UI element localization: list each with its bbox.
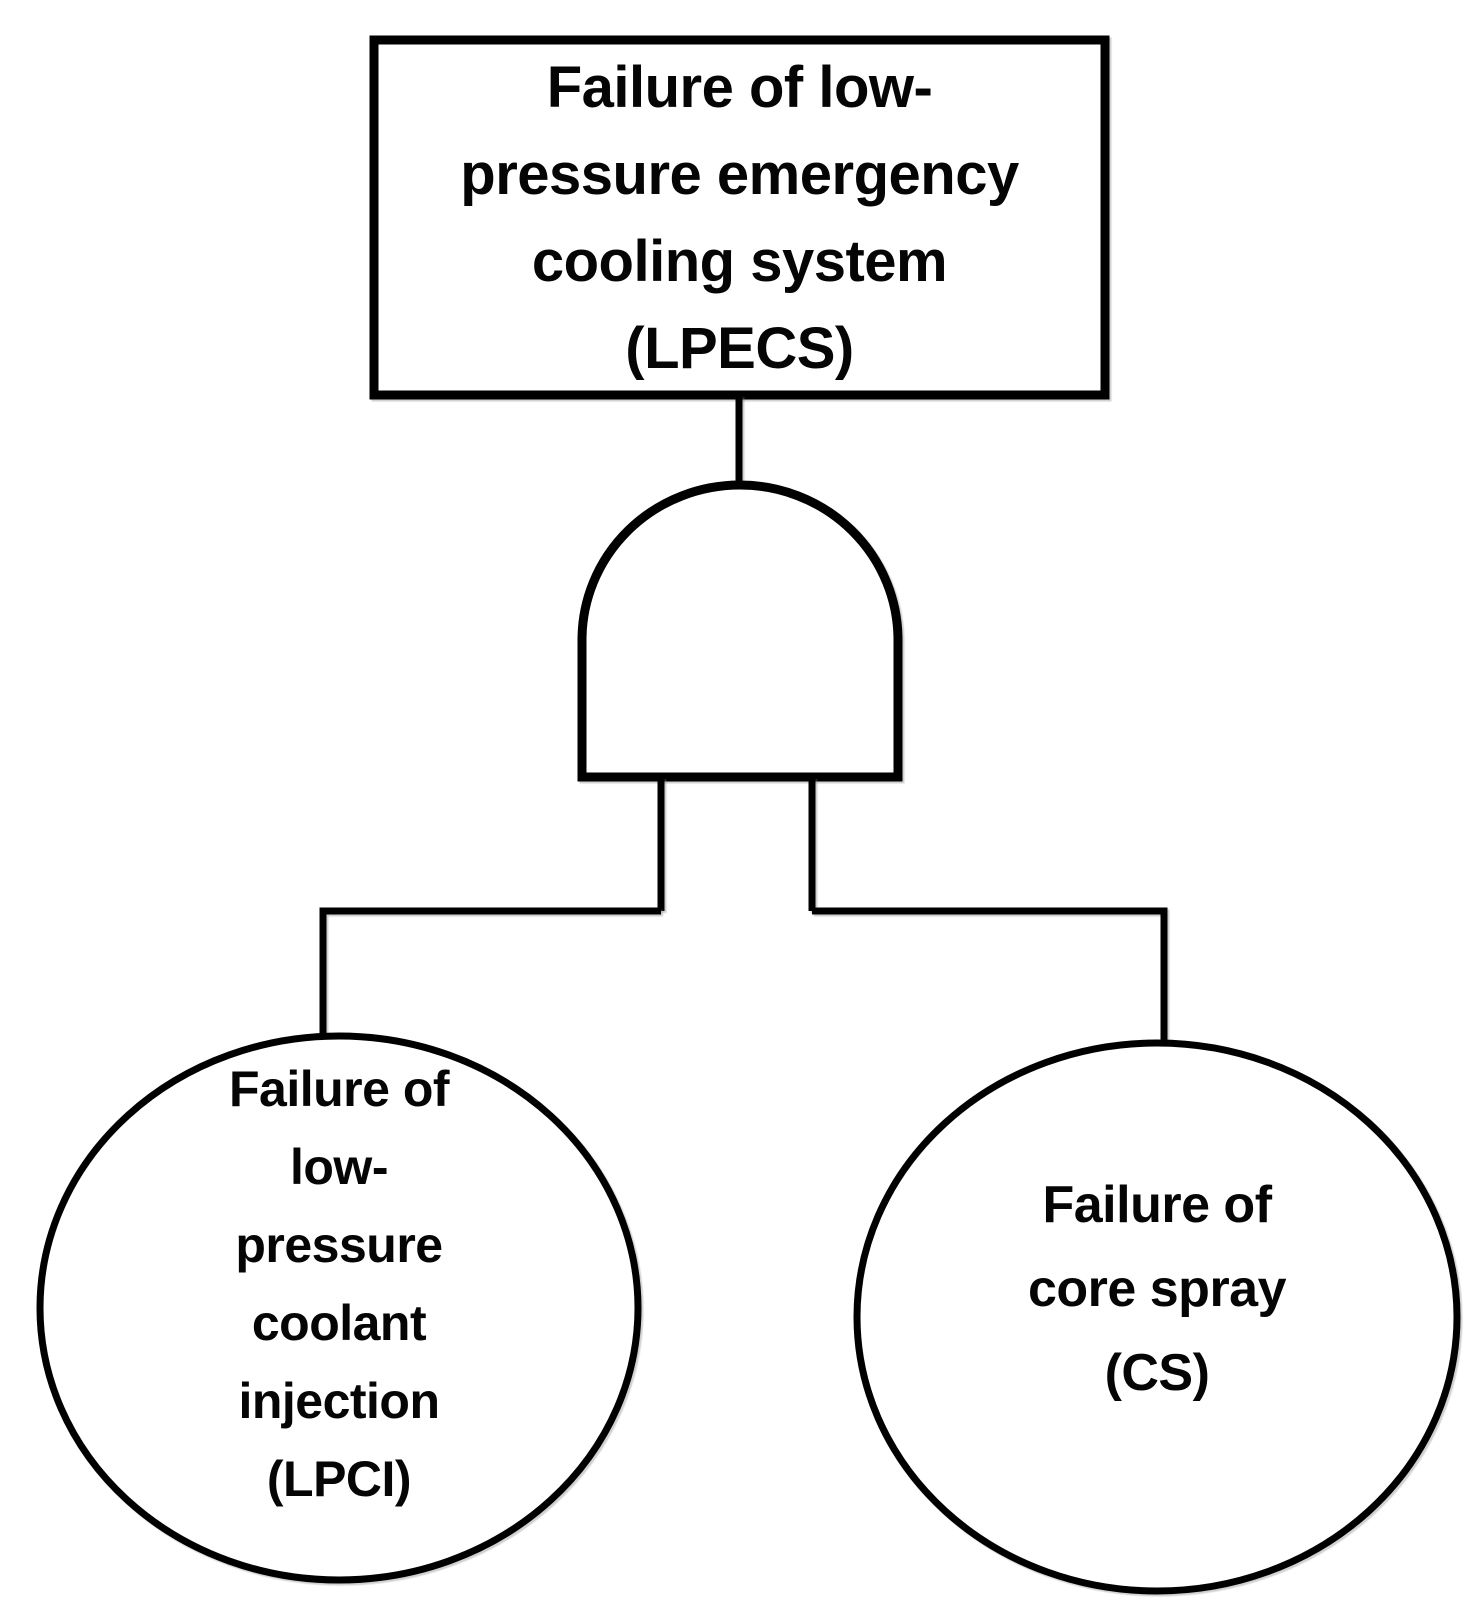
and-gate-icon	[577, 480, 903, 782]
connector-left-branch	[319, 907, 661, 1038]
basic-event-label-cs: Failure of core spray (CS)	[1027, 1176, 1287, 1402]
top-event-label: Failure of low- pressure emergency cooli…	[460, 54, 1019, 381]
basic-event-label-lpci: Failure of low- pressure coolant injecti…	[228, 1061, 450, 1507]
connector-right-branch	[812, 907, 1168, 1044]
top-event-box	[369, 35, 1110, 400]
basic-event-circle-lpci	[36, 1032, 642, 1584]
basic-event-circle-cs	[853, 1039, 1461, 1595]
